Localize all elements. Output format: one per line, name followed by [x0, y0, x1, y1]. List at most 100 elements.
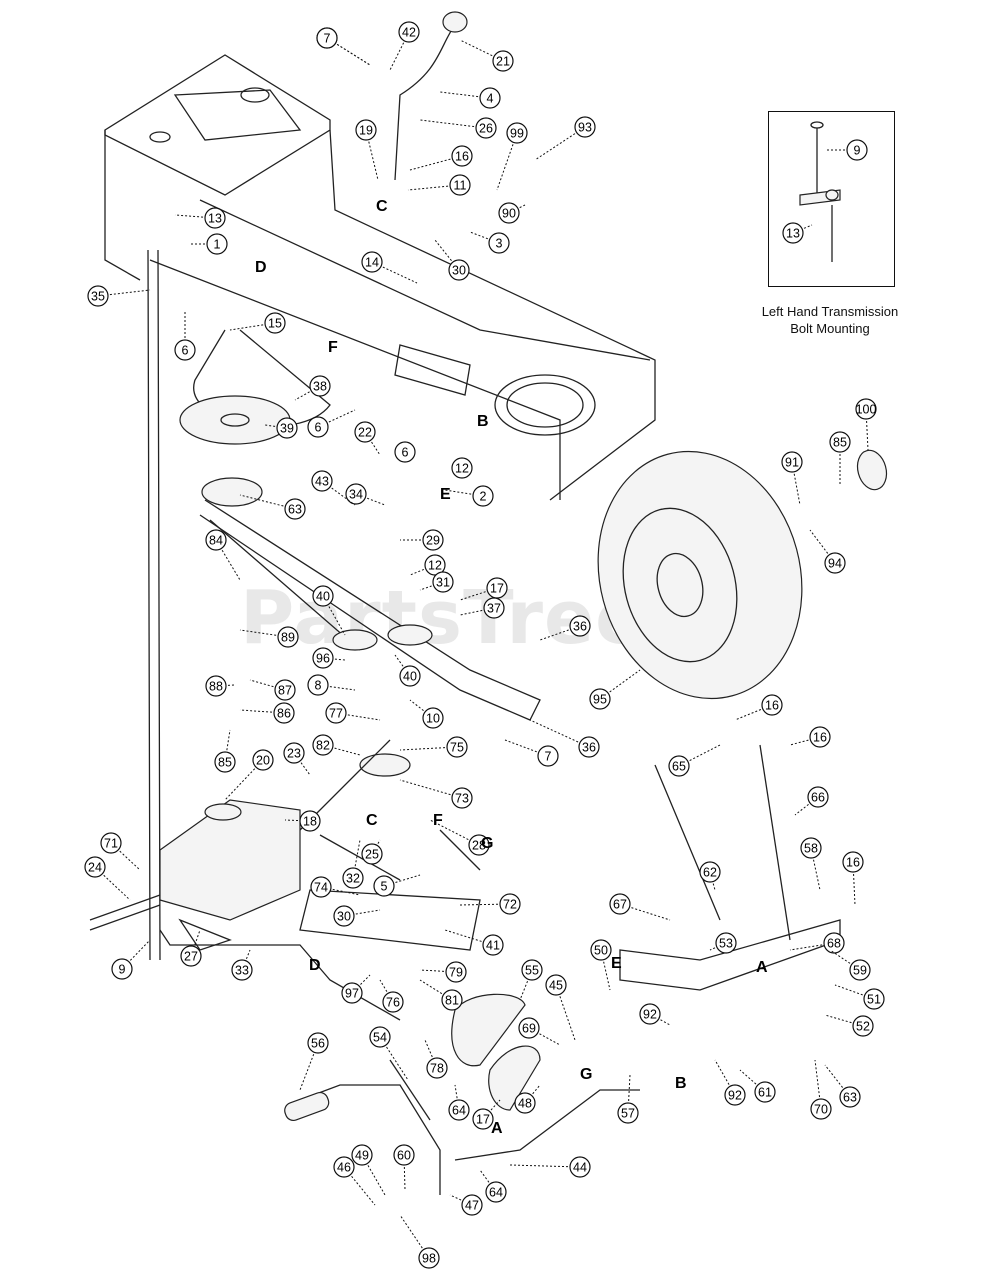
callout-41-61[interactable]: 41	[444, 929, 504, 956]
callout-92-92[interactable]: 92	[639, 1003, 671, 1026]
callout-70-95[interactable]: 70	[810, 1059, 832, 1120]
callout-36-109[interactable]: 36	[539, 615, 591, 641]
callout-57-97[interactable]: 57	[617, 1074, 639, 1124]
callout-88-40[interactable]: 88	[205, 675, 236, 697]
callout-8-37[interactable]: 8	[307, 674, 356, 696]
inset-callout-13-1[interactable]: 13	[782, 222, 813, 244]
callout-36-110[interactable]: 36	[529, 719, 600, 758]
callout-46-101[interactable]: 46	[333, 1156, 376, 1206]
callout-29-29[interactable]: 29	[400, 529, 444, 551]
callout-71-50[interactable]: 71	[100, 832, 141, 871]
callout-11-7[interactable]: 11	[407, 174, 471, 196]
callout-82-44[interactable]: 82	[312, 734, 361, 756]
callout-6-18[interactable]: 6	[174, 310, 196, 361]
callout-58-78[interactable]: 58	[800, 837, 822, 891]
callout-16-74[interactable]: 16	[789, 726, 831, 748]
callout-18-49[interactable]: 18	[284, 810, 321, 832]
callout-22-22[interactable]: 22	[354, 421, 381, 456]
callout-31-31[interactable]: 31	[419, 571, 454, 593]
callout-65-75[interactable]: 65	[668, 744, 721, 777]
callout-54-89[interactable]: 54	[369, 1026, 409, 1081]
callout-1-12[interactable]: 1	[190, 233, 228, 255]
callout-40-34[interactable]: 40	[312, 585, 346, 636]
callout-23-48[interactable]: 23	[283, 742, 311, 776]
callout-7-113[interactable]: 7	[316, 27, 371, 66]
callout-94-71[interactable]: 94	[809, 529, 846, 574]
callout-64-106[interactable]: 64	[479, 1169, 507, 1203]
callout-61-94[interactable]: 61	[739, 1069, 776, 1103]
callout-39-20[interactable]: 39	[264, 417, 298, 439]
callout-87-39[interactable]: 87	[249, 679, 296, 701]
callout-12-30[interactable]: 12	[409, 554, 446, 576]
callout-52-84[interactable]: 52	[824, 1014, 874, 1037]
callout-75-45[interactable]: 75	[399, 736, 468, 758]
callout-14-15[interactable]: 14	[361, 251, 418, 284]
callout-26-4[interactable]: 26	[419, 117, 497, 139]
callout-50-86[interactable]: 50	[590, 939, 612, 991]
callout-86-41[interactable]: 86	[239, 702, 295, 724]
callout-78-66[interactable]: 78	[424, 1039, 448, 1079]
callout-99-8[interactable]: 99	[496, 122, 528, 191]
callout-69-91[interactable]: 69	[518, 1017, 561, 1046]
callout-85-42[interactable]: 85	[214, 729, 236, 773]
callout-62-77[interactable]: 62	[699, 861, 721, 891]
callout-91-70[interactable]: 91	[781, 451, 803, 506]
callout-19-5[interactable]: 19	[355, 119, 379, 181]
callout-72-60[interactable]: 72	[459, 893, 521, 915]
callout-98-104[interactable]: 98	[399, 1214, 440, 1269]
callout-27-53[interactable]: 27	[180, 929, 202, 967]
callout-2-25[interactable]: 2	[444, 485, 494, 507]
callout-30-14[interactable]: 30	[434, 239, 470, 281]
callout-34-26[interactable]: 34	[345, 483, 386, 506]
callout-77-43[interactable]: 77	[325, 702, 381, 724]
callout-85-69[interactable]: 85	[829, 431, 851, 485]
callout-15-17[interactable]: 15	[229, 312, 286, 334]
callout-56-90[interactable]: 56	[299, 1032, 329, 1091]
callout-45-87[interactable]: 45	[545, 974, 576, 1041]
callout-10-38[interactable]: 10	[409, 699, 444, 729]
callout-20-47[interactable]: 20	[224, 749, 274, 801]
callout-49-102[interactable]: 49	[351, 1144, 386, 1196]
callout-96-36[interactable]: 96	[312, 647, 346, 669]
callout-66-76[interactable]: 66	[794, 786, 829, 816]
callout-93-9[interactable]: 93	[534, 116, 596, 161]
callout-92-93[interactable]: 92	[714, 1059, 746, 1106]
callout-17-98[interactable]: 17	[472, 1099, 501, 1130]
callout-89-33[interactable]: 89	[239, 626, 299, 648]
callout-21-2[interactable]: 21	[459, 39, 514, 72]
callout-3-13[interactable]: 3	[469, 231, 510, 254]
callout-84-32[interactable]: 84	[205, 529, 241, 581]
callout-47-105[interactable]: 47	[449, 1194, 483, 1216]
callout-79-62[interactable]: 79	[419, 961, 467, 983]
callout-9-52[interactable]: 9	[111, 939, 151, 980]
callout-95-72[interactable]: 95	[589, 669, 641, 710]
callout-60-103[interactable]: 60	[393, 1144, 415, 1191]
callout-90-10[interactable]: 90	[498, 202, 526, 224]
callout-30-59[interactable]: 30	[333, 905, 381, 927]
callout-16-79[interactable]: 16	[842, 851, 864, 906]
callout-63-28[interactable]: 63	[239, 494, 306, 520]
callout-4-3[interactable]: 4	[439, 87, 501, 109]
callout-16-6[interactable]: 16	[409, 145, 473, 171]
callout-28-67[interactable]: 28	[429, 819, 490, 856]
callout-16-73[interactable]: 16	[734, 694, 783, 721]
callout-97-63[interactable]: 97	[341, 974, 371, 1004]
callout-12-23[interactable]: 12	[451, 457, 473, 479]
callout-17-108[interactable]: 17	[459, 577, 508, 601]
callout-6-21[interactable]: 6	[307, 409, 356, 438]
callout-35-16[interactable]: 35	[87, 285, 151, 307]
callout-38-19[interactable]: 38	[294, 375, 331, 401]
callout-74-58[interactable]: 74	[310, 876, 361, 898]
callout-24-51[interactable]: 24	[84, 856, 131, 901]
inset-callout-9-0[interactable]: 9	[825, 139, 868, 161]
callout-13-11[interactable]: 13	[174, 207, 226, 229]
callout-64-100[interactable]: 64	[448, 1084, 470, 1121]
callout-81-65[interactable]: 81	[419, 979, 463, 1011]
callout-6-24[interactable]: 6	[394, 441, 416, 463]
callout-63-96[interactable]: 63	[824, 1064, 861, 1108]
callout-42-1[interactable]: 42	[389, 21, 420, 71]
callout-25-56[interactable]: 25	[361, 839, 383, 865]
callout-33-54[interactable]: 33	[231, 949, 253, 981]
callout-67-80[interactable]: 67	[609, 893, 671, 921]
callout-5-57[interactable]: 5	[373, 874, 421, 897]
